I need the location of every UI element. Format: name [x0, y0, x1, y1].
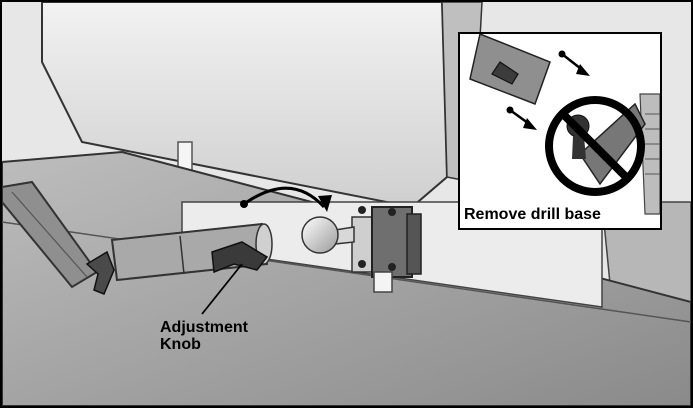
adjustment-knob-label-line2: Knob: [160, 335, 201, 353]
arrow-icon-head: [523, 118, 537, 130]
table-slab: [2, 150, 691, 406]
no-symbol-icon: [545, 96, 645, 196]
inset-panel: Remove drill base: [458, 32, 662, 230]
adjustment-knob-label-line1: Adjustment: [160, 319, 248, 336]
inset-ball-knob: [491, 61, 519, 85]
bolt: [388, 208, 396, 216]
ball-head: [301, 216, 339, 254]
inset-background-ribs: [645, 113, 660, 175]
mount-lower-post: [373, 271, 393, 293]
arrow-icon-head: [576, 64, 590, 76]
inset-illustration: [469, 34, 660, 215]
drill-base-stem: [572, 136, 586, 159]
knob-leader-line: [201, 263, 243, 315]
drill-base: [579, 102, 646, 186]
inset-caption: Remove drill base: [464, 206, 601, 223]
bolt: [388, 263, 396, 271]
bolt: [358, 260, 366, 268]
mount-plate-side: [406, 213, 422, 275]
curved-arrow-tail: [240, 200, 248, 208]
clamp-joint: [179, 235, 185, 275]
no-symbol-slash: [559, 110, 631, 182]
left-wing-knob: [85, 250, 115, 295]
bolt: [358, 206, 366, 214]
curved-arrow-icon: [246, 186, 326, 209]
adjustment-knob-label: Adjustment Knob: [160, 319, 280, 354]
curved-arrow-head: [318, 195, 332, 212]
adjustment-knob: [211, 241, 269, 274]
flex-arm-segments: [11, 191, 88, 278]
